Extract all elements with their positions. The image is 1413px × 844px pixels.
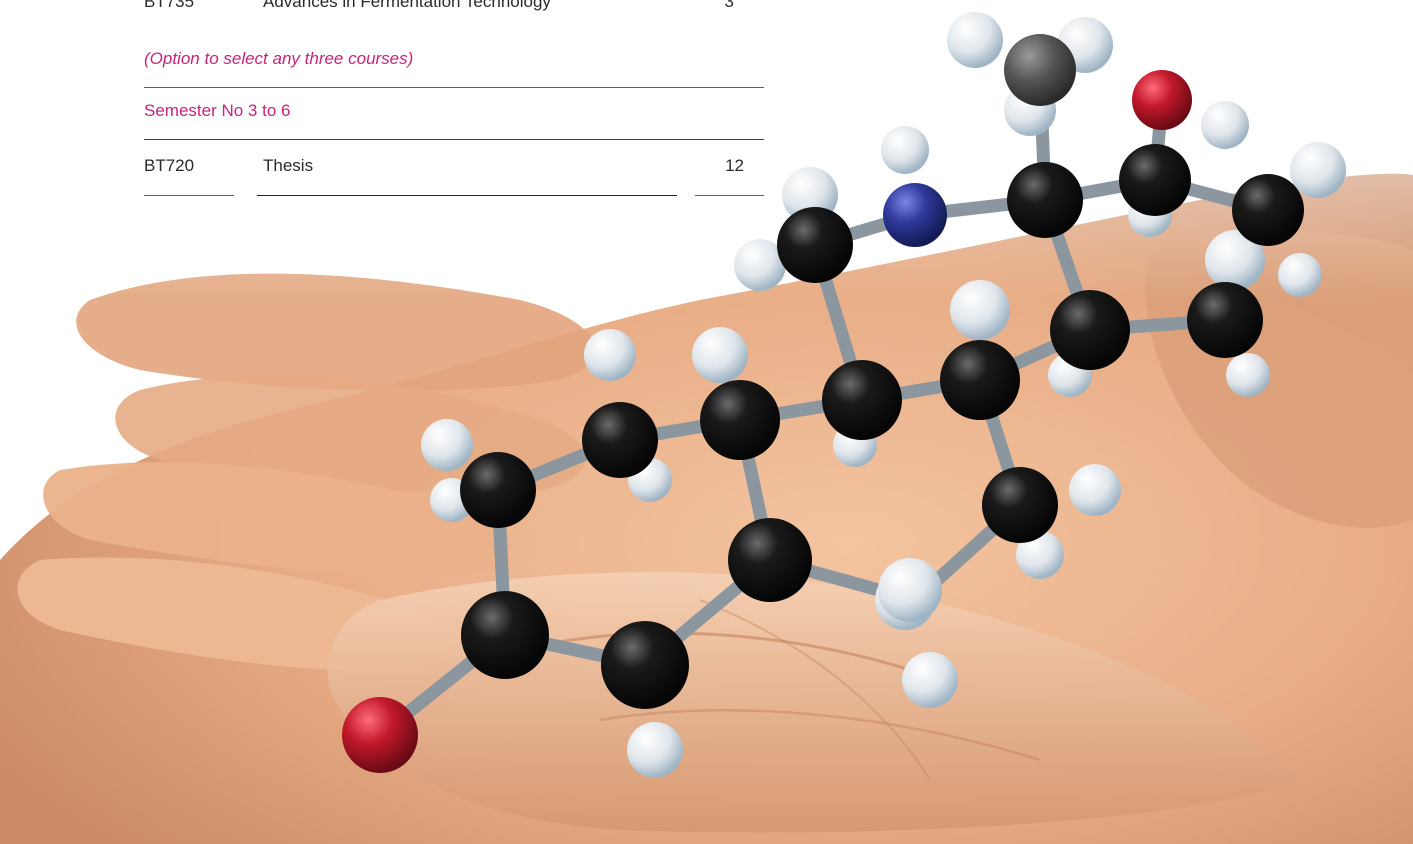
- course-credits: 12: [725, 156, 744, 175]
- divider: [144, 195, 234, 196]
- course-title: Advances in Fermentation Technology: [263, 0, 551, 11]
- oxygen-atom-bottom: [342, 697, 418, 773]
- divider: [695, 195, 764, 196]
- course-title: Thesis: [263, 156, 314, 175]
- course-code: BT720: [144, 156, 195, 175]
- hydrogen-atoms-front: [878, 558, 942, 622]
- table-row: BT720 Thesis 12: [144, 156, 764, 180]
- table-row: BT735 Advances in Fermentation Technolog…: [144, 0, 764, 20]
- course-credits: 3: [724, 0, 734, 11]
- divider: [257, 195, 677, 196]
- carbon-atoms: [460, 34, 1304, 709]
- oxygen-atom-top: [1132, 70, 1192, 130]
- divider: [144, 87, 764, 88]
- selection-note: (Option to select any three courses): [144, 49, 414, 68]
- course-code: BT735: [144, 0, 195, 11]
- nitrogen-atom: [883, 183, 947, 247]
- divider: [144, 139, 764, 140]
- semester-heading: Semester No 3 to 6: [144, 101, 291, 120]
